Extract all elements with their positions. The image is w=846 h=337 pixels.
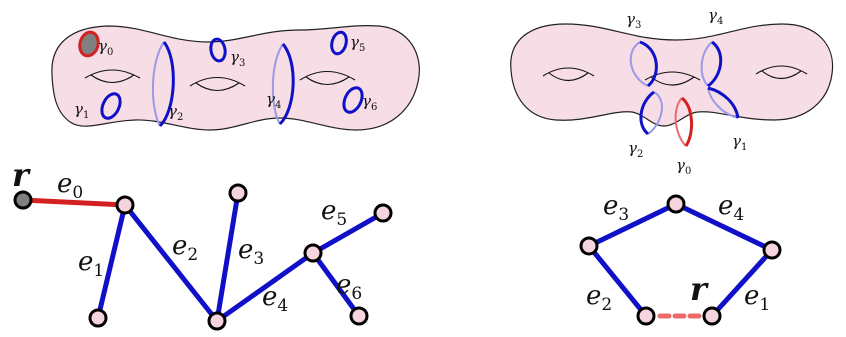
- left-label-gamma1: γ1: [74, 100, 89, 121]
- left-surface-curves: [78, 30, 364, 128]
- left-edge-e1: [95, 202, 128, 321]
- right-cycle-graph: r e3 e4 e2 e1: [579, 191, 782, 326]
- left-node: [207, 311, 227, 331]
- right-surface-curves: [629, 40, 740, 147]
- left-edge-e2: [122, 202, 220, 324]
- left-label-gamma5: γ5: [350, 33, 365, 54]
- left-tree-nodes: [13, 183, 393, 331]
- left-surface: γ0 γ1 γ2 γ3 γ4 γ5 γ6: [51, 25, 420, 131]
- left-label-e0: e0: [57, 169, 83, 203]
- left-edge-e6: [310, 250, 362, 319]
- left-node: [373, 203, 393, 223]
- right-root-node: [702, 306, 722, 326]
- right-hole-1-inner: [548, 72, 589, 82]
- right-hole-1: [542, 67, 595, 77]
- right-label-e1: e1: [744, 281, 770, 315]
- left-curve-gamma3: [209, 37, 227, 63]
- left-surface-labels: γ0 γ1 γ2 γ3 γ4 γ5 γ6: [74, 33, 377, 123]
- right-label-e2: e2: [586, 281, 612, 315]
- right-label-gamma3: γ3: [626, 10, 641, 31]
- right-label-e3: e3: [603, 191, 629, 225]
- right-edge-e2: [586, 243, 649, 319]
- right-hole-3: [755, 65, 808, 75]
- left-root-label: r: [12, 156, 31, 194]
- left-edge-e3: [214, 190, 241, 324]
- left-edge-e5: [310, 210, 386, 256]
- right-graph-labels: r e3 e4 e2 e1: [586, 191, 770, 315]
- left-curve-gamma2-back: [152, 41, 165, 127]
- left-label-e5: e5: [321, 196, 347, 230]
- left-label-gamma4: γ4: [266, 90, 281, 111]
- right-curve-gamma3-back: [629, 41, 649, 87]
- right-surface-body: [510, 23, 834, 127]
- left-label-gamma3: γ3: [230, 48, 245, 69]
- left-node: [349, 306, 369, 326]
- left-tree-edges: [20, 190, 386, 324]
- right-hole-2: [644, 71, 701, 81]
- left-tree-labels: r e0 e1 e2 e3 e4 e5 e6: [12, 156, 362, 316]
- left-edge-e4: [214, 250, 316, 324]
- left-hole-1-inner: [90, 74, 135, 84]
- right-curve-gamma2-front: [639, 90, 655, 136]
- right-label-gamma1: γ1: [732, 132, 747, 153]
- right-label-gamma0: γ0: [676, 156, 691, 177]
- left-label-gamma6: γ6: [362, 92, 377, 113]
- right-curve-gamma0-front: [680, 96, 693, 147]
- left-curve-gamma1: [100, 92, 122, 120]
- left-hole-3: [299, 70, 356, 81]
- right-label-e4: e4: [718, 191, 744, 225]
- right-surface-labels: γ3 γ4 γ2 γ0 γ1: [626, 6, 747, 177]
- left-hole-1: [84, 69, 141, 79]
- right-label-gamma4: γ4: [708, 6, 723, 27]
- left-surface-body: [51, 25, 420, 131]
- right-node: [666, 194, 686, 214]
- left-label-e4: e4: [262, 282, 288, 316]
- left-label-e1: e1: [78, 247, 104, 281]
- right-hole-3-inner: [761, 70, 802, 80]
- left-root-node: [13, 190, 33, 210]
- left-edge-e0: [20, 197, 128, 208]
- right-curve-gamma4-back: [700, 41, 713, 87]
- left-curve-gamma4-front: [278, 43, 295, 126]
- right-node: [762, 240, 782, 260]
- left-node: [303, 243, 323, 263]
- right-root-label: r: [690, 270, 709, 308]
- right-node: [636, 306, 656, 326]
- right-curve-gamma3-front: [639, 40, 658, 88]
- right-edge-e4: [673, 201, 775, 253]
- right-edge-e1: [709, 247, 775, 319]
- left-curve-gamma4-back: [271, 43, 284, 125]
- right-graph-nodes: [579, 194, 782, 326]
- right-surface: γ3 γ4 γ2 γ0 γ1: [510, 6, 834, 177]
- left-hole-2: [189, 76, 246, 87]
- left-label-gamma0: γ0: [98, 37, 113, 58]
- left-node: [115, 195, 135, 215]
- right-curve-gamma0-back: [674, 97, 687, 147]
- left-curve-gamma6: [342, 86, 364, 114]
- left-label-e2: e2: [172, 231, 198, 265]
- right-curve-gamma2-back: [647, 91, 663, 135]
- left-label-e3: e3: [238, 235, 264, 269]
- left-curve-gamma5: [330, 30, 348, 56]
- right-curve-gamma4-front: [707, 40, 723, 88]
- right-edge-e3: [586, 201, 679, 249]
- left-hole-3-inner: [305, 76, 350, 86]
- left-curve-gamma0: [78, 30, 100, 58]
- right-curve-gamma1-back: [707, 87, 739, 119]
- left-curve-gamma2-front: [158, 41, 175, 128]
- right-label-gamma2: γ2: [628, 139, 643, 160]
- left-node: [228, 183, 248, 203]
- left-hole-2-inner: [195, 82, 240, 92]
- right-graph-edges: [586, 201, 775, 319]
- left-node: [88, 308, 108, 328]
- left-surface-holes: [84, 69, 356, 92]
- right-curve-gamma1-front: [707, 86, 740, 119]
- left-tree-graph: r e0 e1 e2 e3 e4 e5 e6: [12, 156, 393, 331]
- left-label-e6: e6: [336, 270, 362, 304]
- right-node: [579, 236, 599, 256]
- left-label-gamma2: γ2: [168, 102, 183, 123]
